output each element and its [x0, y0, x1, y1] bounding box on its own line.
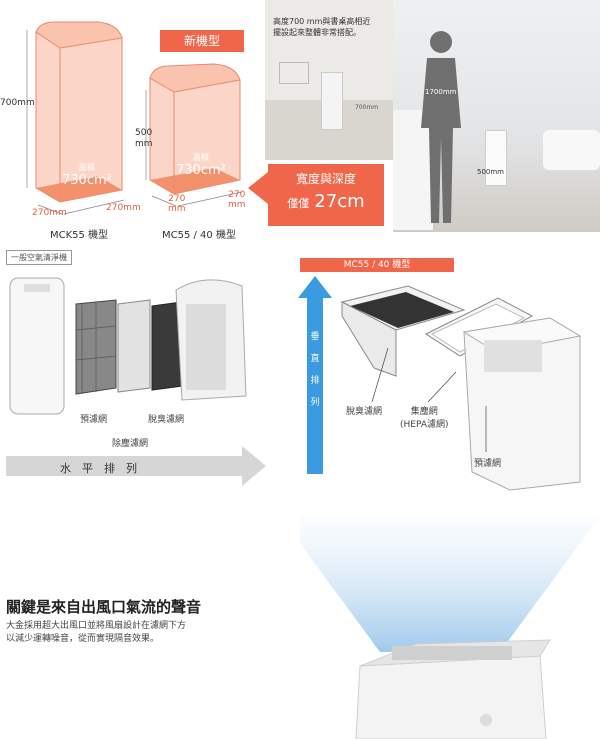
- vertical-arrow: [298, 276, 332, 474]
- width-label-mck55-left: 270mm: [32, 208, 67, 218]
- callout-line1: 寬度與深度: [295, 172, 356, 186]
- mc-deodor-label: 脫臭濾網: [346, 407, 383, 417]
- dust-filter-label: 除塵濾網: [112, 439, 149, 449]
- airflow-photo: [300, 516, 600, 739]
- callout-line2: 僅僅 27cm: [270, 191, 382, 212]
- height-label-mc55: 500 mm: [135, 128, 153, 149]
- area-label: 面積: [192, 153, 209, 162]
- desk-photo: 高度700 mm與書桌高相近 擺設起來整體非常搭配。 700mm: [265, 0, 393, 160]
- mc55-model-tag: MC55 / 40 機型: [300, 258, 454, 272]
- desk-dim-label: 700mm: [355, 104, 379, 111]
- vertical-char: 直: [310, 354, 320, 364]
- callout-value: 27cm: [314, 191, 365, 212]
- callout-prefix: 僅僅: [287, 197, 310, 210]
- airflow-visual: [300, 516, 600, 739]
- area-badge-mck55: 面積 730cm²: [62, 162, 112, 188]
- horizontal-arrow: [6, 446, 266, 486]
- mc-hepa-line1: 集塵網: [410, 407, 438, 417]
- desk-caption: 高度700 mm與書桌高相近 擺設起來整體非常搭配。: [273, 17, 371, 37]
- deodor-filter-label: 脫臭濾網: [148, 415, 185, 425]
- new-model-tag: 新機型: [160, 30, 244, 52]
- height-label-mck55: 700mm: [0, 98, 35, 108]
- unit-dim-label: 500mm: [477, 168, 504, 176]
- vertical-char: 列: [310, 398, 320, 408]
- vertical-filter-illustration: [340, 285, 582, 491]
- callout-shape: [248, 164, 384, 226]
- size-boxes-illustration: [26, 21, 243, 215]
- vertical-arrangement-label: 垂 直 排 列: [307, 326, 323, 414]
- model-label-mck55: MCK55 機型: [50, 230, 109, 241]
- area-value: 730cm²: [62, 173, 112, 188]
- person-dim-label: 1700mm: [425, 88, 457, 96]
- mc-hepa-line2: (HEPA濾網): [400, 420, 449, 430]
- mc-hepa-label: 集塵網 (HEPA濾網): [400, 404, 449, 430]
- horizontal-arrangement-label: 水 平 排 列: [60, 462, 137, 475]
- width-label-mck55-right: 270mm: [106, 203, 141, 213]
- width-label-mc55-left: 270 mm: [168, 194, 186, 214]
- size-comparison-panel: 700mm 500 mm 新機型 面積 730cm² 面積 730cm² 270…: [0, 0, 262, 250]
- room-photo: 1700mm 500mm: [393, 0, 600, 232]
- airflow-body: 大金採用超大出風口並將風扇設計在濾網下方 以減少運轉噪音，從而實現隔音效果。: [6, 621, 187, 644]
- horizontal-filter-illustration: [9, 277, 247, 415]
- general-purifier-tag: 一般空氣清淨機: [6, 250, 72, 265]
- pre-filter-label: 預濾網: [80, 415, 108, 425]
- vertical-char: 垂: [310, 332, 320, 342]
- width-label-mc55-right: 270 mm: [228, 190, 246, 210]
- area-label: 面積: [78, 163, 95, 172]
- mc-pre-label: 預濾網: [474, 459, 502, 469]
- width-depth-callout: 寬度與深度 僅僅 27cm: [270, 170, 382, 212]
- vertical-char: 排: [310, 376, 320, 386]
- area-badge-mc55: 面積 730cm²: [176, 152, 226, 178]
- model-label-mc55: MC55 / 40 機型: [162, 230, 236, 241]
- purifier-in-room: [485, 130, 507, 186]
- airflow-heading: 關鍵是來自出風口氣流的聲音: [6, 598, 202, 616]
- area-value: 730cm²: [176, 163, 226, 178]
- person-silhouette: [421, 31, 461, 223]
